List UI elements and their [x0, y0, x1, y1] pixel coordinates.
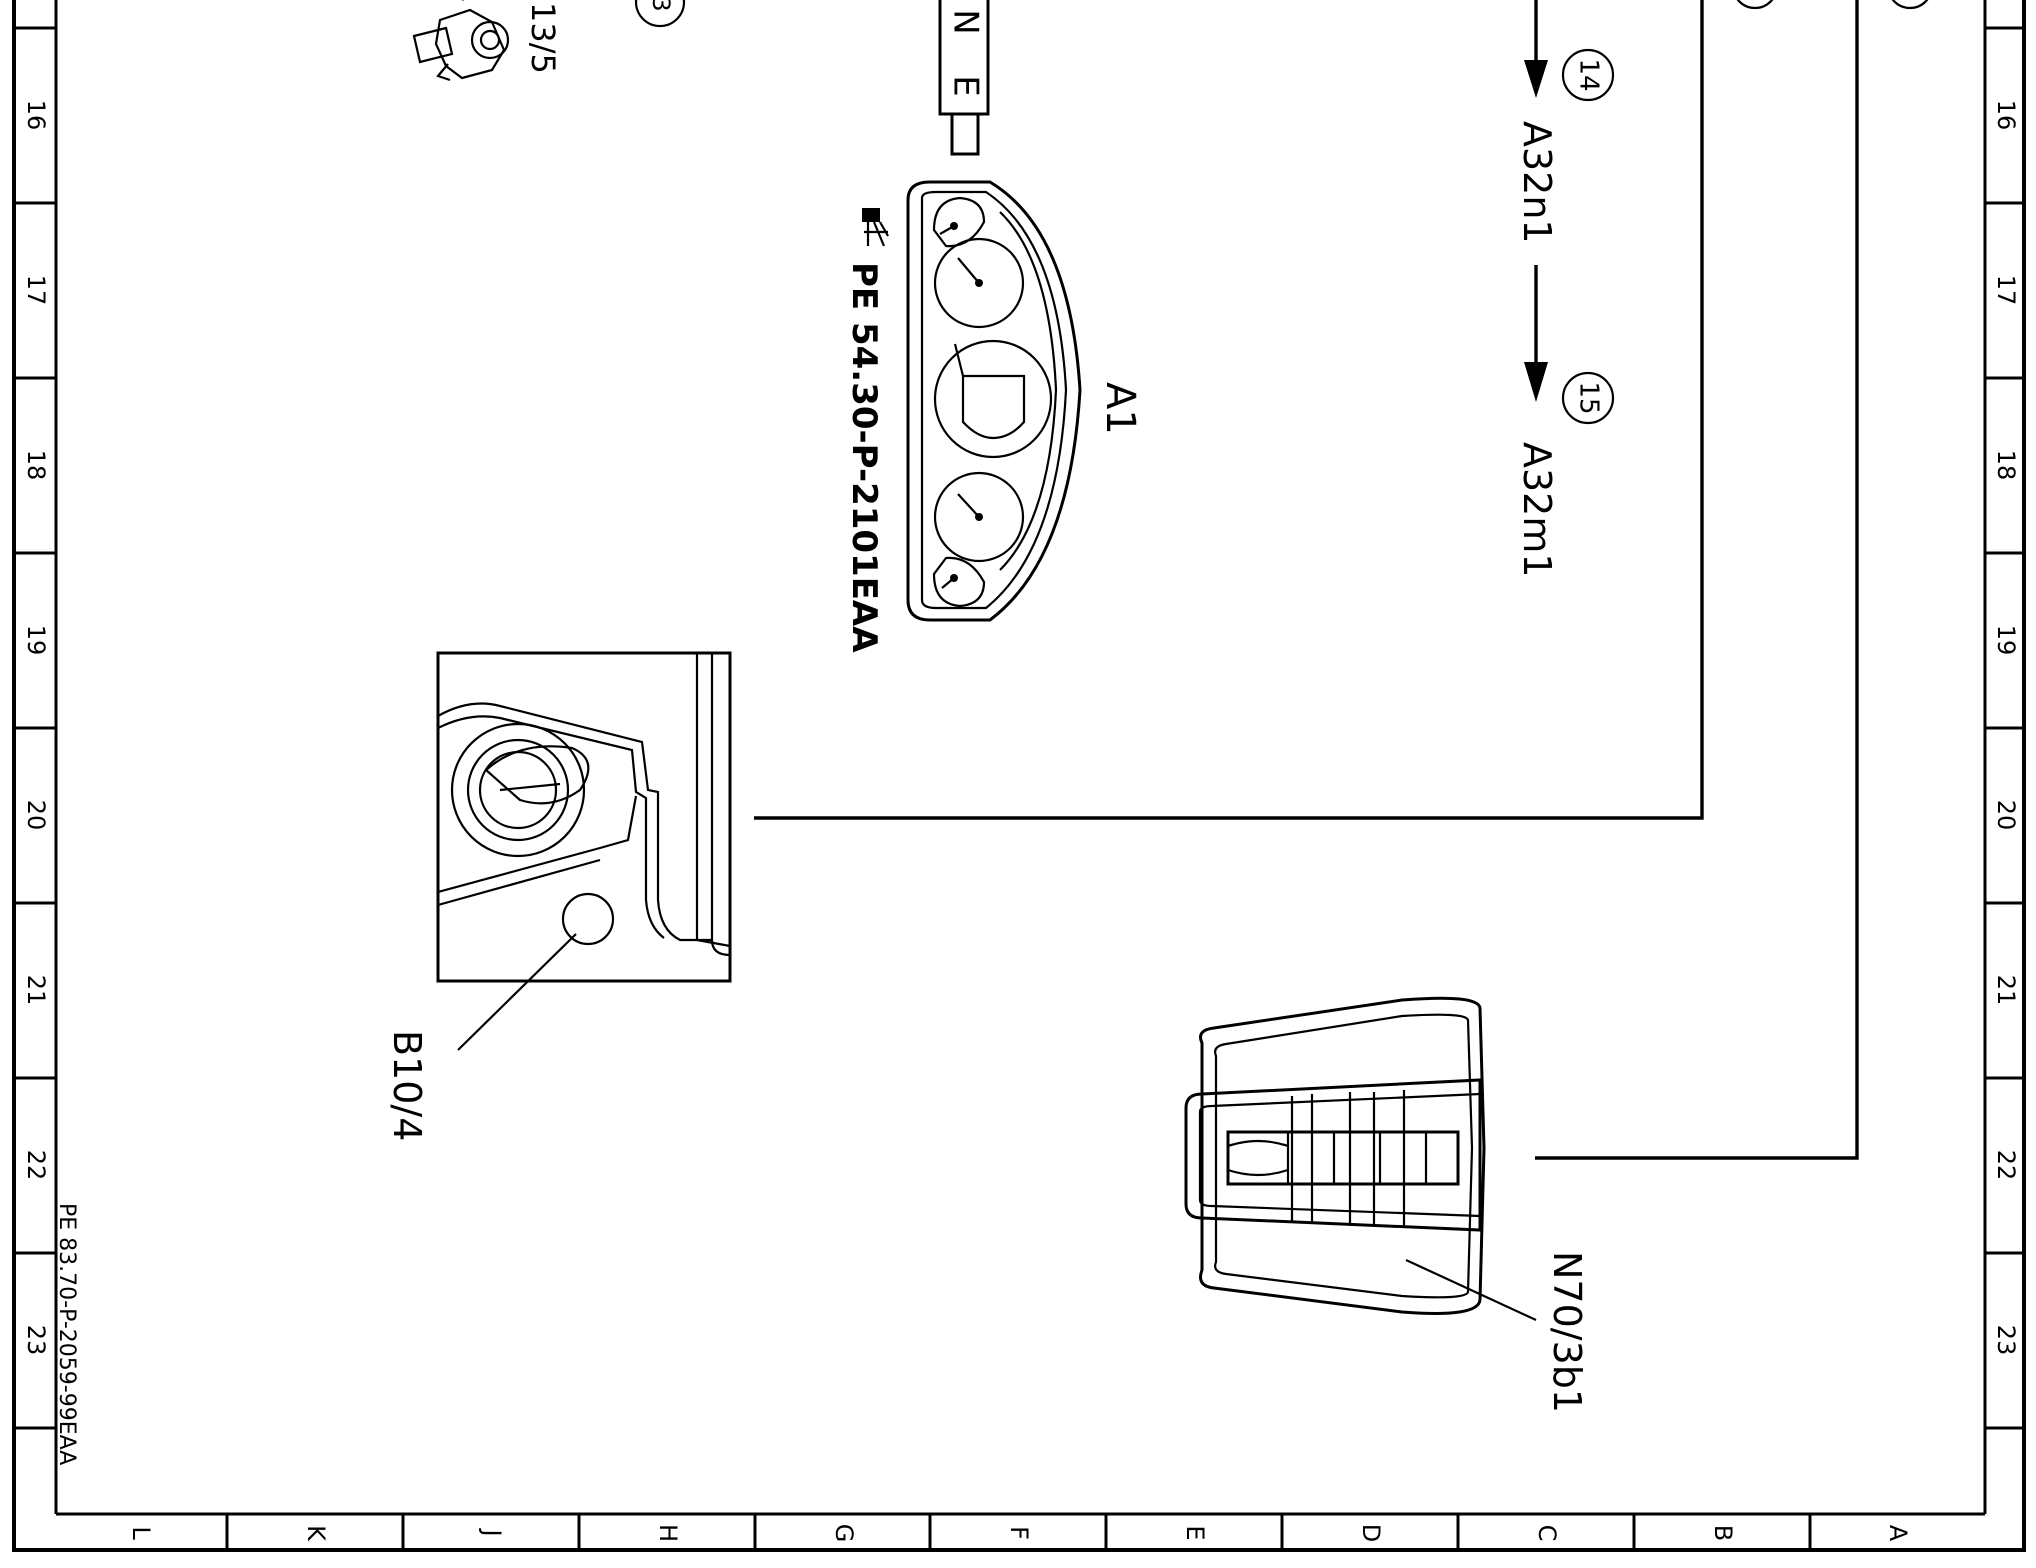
destination-number: 14 — [1574, 58, 1604, 91]
instrument-cluster-a1: A1 — [906, 180, 1143, 622]
row-number-left-19: 19 — [22, 625, 50, 656]
column-letter-f: F — [1005, 1526, 1033, 1540]
drawing-frame — [12, 0, 2026, 1552]
row-number-left-22: 22 — [22, 1150, 50, 1181]
partial-marker-circle — [634, 0, 686, 28]
column-letter-e: E — [1181, 1525, 1209, 1540]
destination-target: A32n1 — [1515, 121, 1559, 244]
column-letter-d: D — [1357, 1524, 1385, 1542]
connector-letter-n: N — [946, 9, 986, 34]
column-letter-b: B — [1709, 1525, 1737, 1541]
wires — [754, 0, 1859, 1160]
row-number-left-20: 20 — [22, 800, 50, 831]
row-number-right-21: 21 — [1992, 975, 2020, 1006]
column-letter-k: K — [302, 1525, 330, 1542]
destination-15: 15 A32m1 — [1515, 362, 1615, 578]
connector-nee: N E — [938, 0, 990, 156]
column-letter-c: C — [1533, 1525, 1561, 1542]
row-number-left-23: 23 — [22, 1325, 50, 1356]
wire-n70-3b1 — [1535, 0, 1859, 1160]
column-letter-j: J — [478, 1527, 506, 1536]
column-letter-g: G — [830, 1524, 858, 1543]
document-number: PE 83.70-P-2059-99EAA — [54, 1203, 79, 1465]
row-number-left-18: 18 — [22, 450, 50, 481]
destination-number-circle — [1561, 48, 1615, 102]
b10-4-label: B10/4 — [385, 1030, 429, 1141]
column-letters: L K J H G F E D C B A — [127, 1524, 1912, 1543]
partial-circle-top-1 — [1736, 0, 1774, 10]
arrow-down-icon — [1524, 60, 1548, 98]
row-number-right-23: 23 — [1992, 1325, 2020, 1356]
right-row-ticks — [1985, 26, 2024, 1430]
row-number-left-21: 21 — [22, 975, 50, 1006]
sensor-b10-4: B10/4 — [385, 651, 732, 1141]
connector-letter-e: E — [946, 75, 986, 96]
destination-14: 14 A32n1 — [1515, 48, 1615, 244]
arrow-down-icon — [1524, 362, 1548, 402]
column-letter-a: A — [1884, 1525, 1912, 1542]
left-row-ticks — [14, 26, 56, 1430]
bottom-column-ticks — [225, 1514, 1812, 1550]
wire-b10-4 — [754, 0, 1704, 820]
connector-13-5: 13/5 — [412, 0, 562, 82]
column-letter-h: H — [654, 1524, 682, 1542]
a1-reference: PE 54.30-P-2101EAA — [844, 262, 884, 653]
connector-13-5-label: 13/5 — [524, 2, 562, 74]
row-number-left-16: 16 — [22, 100, 50, 131]
column-letter-l: L — [127, 1526, 155, 1540]
row-number-right-18: 18 — [1992, 450, 2020, 481]
reference-pointer-icon — [862, 208, 889, 247]
switch-n70-3b1: N70/3b1 — [1184, 996, 1589, 1413]
row-number-right-22: 22 — [1992, 1150, 2020, 1181]
partial-marker-number: 3 — [647, 0, 675, 12]
n70-3b1-label: N70/3b1 — [1545, 1251, 1589, 1413]
a1-label: A1 — [1097, 382, 1143, 435]
row-number-right-20: 20 — [1992, 800, 2020, 831]
partial-circle-top-2 — [1891, 0, 1929, 10]
row-number-left-17: 17 — [22, 275, 50, 306]
row-number-right-19: 19 — [1992, 625, 2020, 656]
destination-target: A32m1 — [1515, 442, 1559, 578]
row-number-right-16: 16 — [1992, 100, 2020, 131]
destination-number: 15 — [1574, 381, 1604, 414]
right-row-numbers: 16 17 18 19 20 21 22 23 — [1992, 100, 2020, 1356]
row-number-right-17: 17 — [1992, 275, 2020, 306]
destination-number-circle — [1561, 371, 1615, 425]
left-row-numbers: 16 17 18 19 20 21 22 23 — [22, 100, 50, 1356]
